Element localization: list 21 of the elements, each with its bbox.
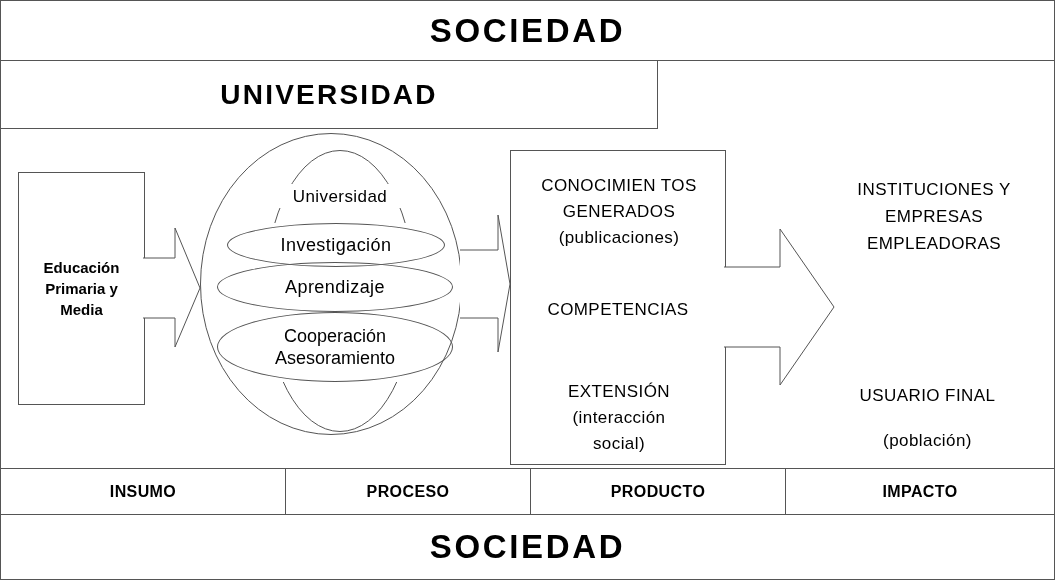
node-text: COMPETENCIAS: [546, 299, 690, 321]
node-text: Investigación: [280, 233, 392, 257]
block-arrow: [723, 228, 835, 386]
target-text: USUARIO FINAL: [858, 385, 997, 407]
university-band: [0, 60, 658, 129]
node-text: UNIVERSIDAD: [220, 77, 438, 112]
product-box: [510, 150, 726, 465]
input-box: [18, 172, 145, 405]
node-text: EXTENSIÓN (interacción social): [566, 381, 672, 455]
node-text: Educación Primaria y Media: [42, 258, 121, 320]
node-text: SOCIEDAD: [429, 10, 626, 51]
node-text: CONOCIMIEN TOS GENERADOS (publicaciones): [540, 175, 698, 249]
node-text: Cooperación Asesoramiento: [273, 325, 397, 369]
target-text: INSTITUCIONES Y EMPRESAS EMPLEADORAS: [856, 179, 1012, 255]
university-ellipse: [200, 133, 462, 435]
node-text: Aprendizaje: [285, 275, 385, 299]
target-text: (población): [882, 430, 973, 452]
node-text: SOCIEDAD: [429, 527, 626, 568]
block-arrow: [142, 227, 201, 348]
node-text: Universidad: [291, 186, 389, 208]
block-arrow: [459, 214, 511, 353]
